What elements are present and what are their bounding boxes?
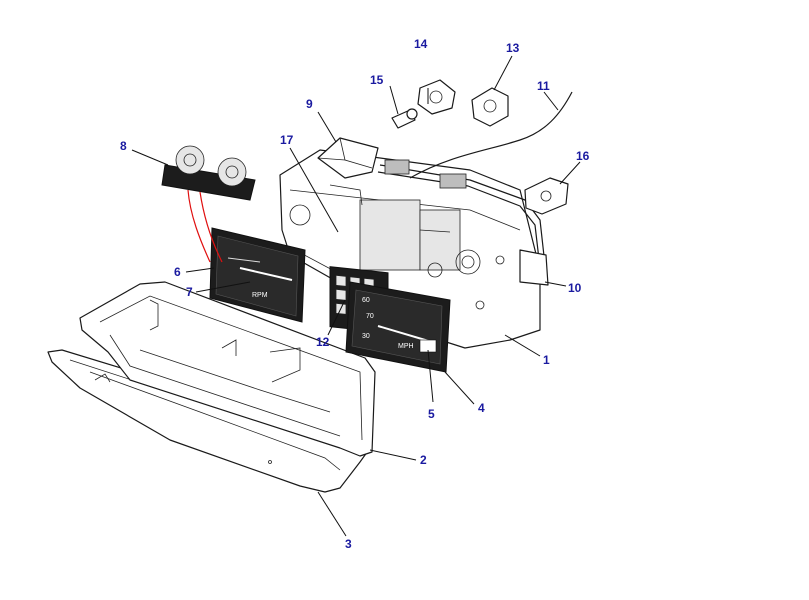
callout-4: 4 [478,401,485,415]
part-8-bulb-holder [161,145,256,201]
red-arrow-1 [187,189,211,263]
callout-labels: 8 9 17 6 7 12 14 15 13 11 16 10 1 4 5 2 … [120,37,590,551]
callout-8: 8 [120,139,127,153]
part-6-tachometer: RPM [209,227,306,323]
callout-12: 12 [316,335,330,349]
part-14-socket [417,79,456,115]
part-4-speedometer: 60 70 30 MPH [345,281,451,373]
part-13-socket [471,87,509,127]
callout-6: 6 [174,265,181,279]
callout-15: 15 [370,73,384,87]
leader-lines [131,55,581,537]
callout-9: 9 [306,97,313,111]
callout-13: 13 [506,41,520,55]
callout-7: 7 [186,285,193,299]
red-arrow-2 [199,191,223,263]
callout-16: 16 [576,149,590,163]
callout-5: 5 [428,407,435,421]
part-9-module [317,137,379,179]
callout-2: 2 [420,453,427,467]
part-16-connector [524,177,569,215]
speedo-unit-label: MPH [398,343,414,350]
callout-1: 1 [543,353,550,367]
callout-17: 17 [280,133,294,147]
part-2-bezel [79,281,376,457]
tach-unit-label: RPM [252,292,268,299]
speedo-scale-3: 30 [362,333,370,340]
callout-14: 14 [414,37,428,51]
part-11-wire [409,91,573,179]
speedo-scale-1: 60 [362,297,370,304]
callout-3: 3 [345,537,352,551]
speedo-scale-2: 70 [366,313,374,320]
callout-10: 10 [568,281,582,295]
part-15-bulb [391,108,418,129]
callout-11: 11 [537,79,550,93]
